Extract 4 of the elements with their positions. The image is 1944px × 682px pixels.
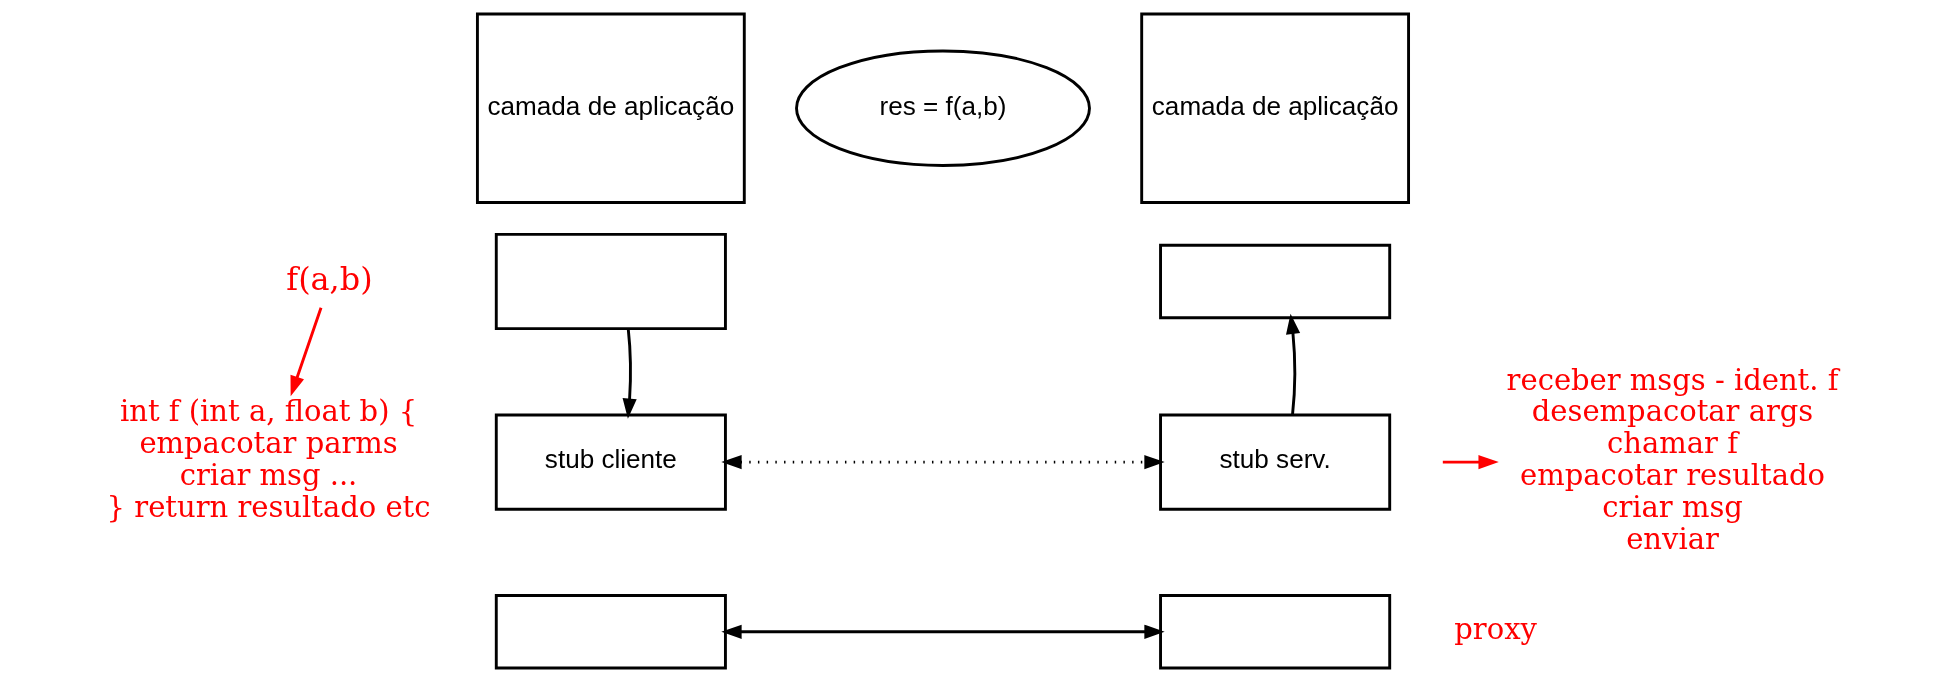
node-text: receber msgs - ident. f desempacotar args chamar f empacotar resultado criar msg enviar	[1506, 362, 1839, 557]
label: proxy	[1454, 612, 1537, 647]
node-text: int f (int a, float b) { empacotar parms criar msg ... } return resultado etc	[106, 394, 431, 525]
node-text: f(a,b)	[286, 259, 373, 298]
